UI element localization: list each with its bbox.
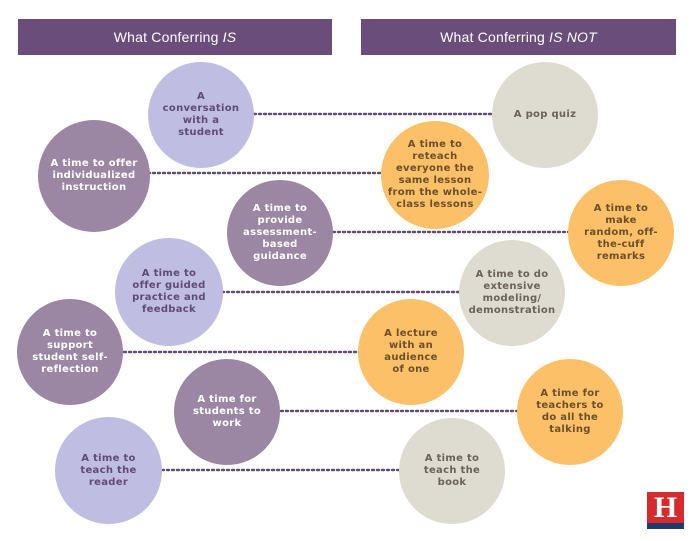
is-label-2: A time to offer individualized instructi… <box>50 158 138 193</box>
is-label-5: A time to support student self-reflectio… <box>32 328 108 375</box>
is-not-circle-7: A time to teach the book <box>399 418 505 524</box>
is-circle-4: A time to offer guided practice and feed… <box>115 238 223 346</box>
is-not-circle-1: A pop quiz <box>492 62 598 168</box>
is-label-7: A time to teach the reader <box>80 452 137 488</box>
is-circle-3: A time to provide assessment-based guida… <box>227 180 333 286</box>
publisher-logo: H <box>647 490 684 529</box>
is-label-6: A time for students to work <box>192 394 262 429</box>
is-circle-2: A time to offer individualized instructi… <box>38 120 150 232</box>
is-not-label-4: A time to do extensive modeling/ demonst… <box>468 269 556 316</box>
is-label-4: A time to offer guided practice and feed… <box>132 268 206 315</box>
is-not-circle-4: A time to do extensive modeling/ demonst… <box>459 240 565 346</box>
is-not-label-2: A time to reteach everyone the same less… <box>387 139 483 210</box>
publisher-logo-letter: H <box>653 490 678 524</box>
is-label-1: A conversation with a student <box>162 91 240 138</box>
is-not-circle-3: A time to make random, off-the-cuff rema… <box>568 180 674 286</box>
is-circle-6: A time for students to work <box>174 359 280 465</box>
is-not-label-7: A time to teach the book <box>423 453 481 488</box>
is-circle-7: A time to teach the reader <box>55 417 162 524</box>
header-is-not: What Conferring IS NOT <box>361 19 676 55</box>
is-label-3: A time to provide assessment-based guida… <box>243 203 317 262</box>
is-not-label-5: A lecture with an audience of one <box>384 328 438 375</box>
is-not-label-3: A time to make random, off-the-cuff rema… <box>584 203 658 262</box>
header-is-not-text: What Conferring <box>440 29 546 45</box>
is-not-circle-5: A lecture with an audience of one <box>358 299 464 405</box>
header-is-text: What Conferring <box>113 29 219 45</box>
header-is: What Conferring IS <box>18 19 332 55</box>
is-circle-1: A conversation with a student <box>148 62 254 168</box>
is-not-label-6: A time for teachers to do all the talkin… <box>536 388 604 435</box>
header-is-not-emphasis: IS NOT <box>549 29 597 45</box>
header-is-emphasis: IS <box>222 29 237 45</box>
is-not-label-1: A pop quiz <box>513 109 577 120</box>
is-not-circle-6: A time for teachers to do all the talkin… <box>517 359 623 465</box>
is-not-circle-2: A time to reteach everyone the same less… <box>381 121 489 229</box>
is-circle-5: A time to support student self-reflectio… <box>17 299 123 405</box>
